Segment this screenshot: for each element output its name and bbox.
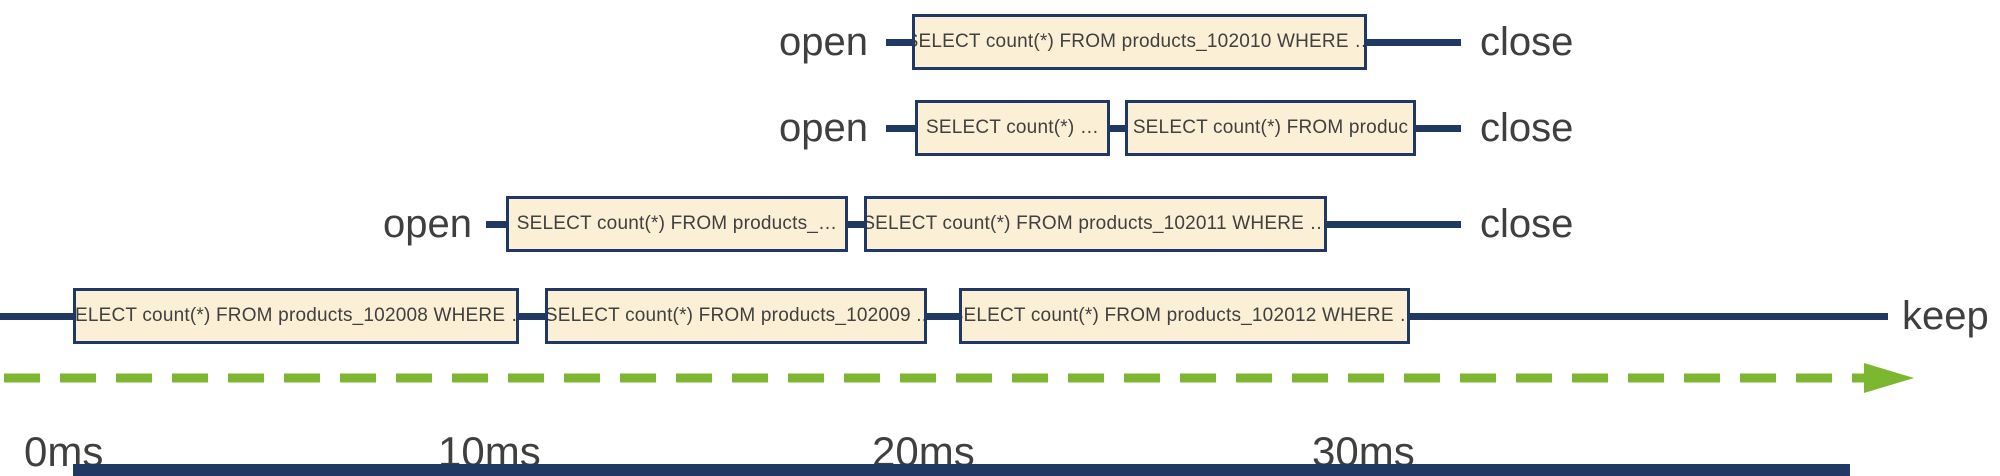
query-text: SELECT count(*) FROM products_… xyxy=(516,213,838,234)
query-box: SELECT count(*) FROM products_102009 .. xyxy=(545,288,927,344)
query-box: SELECT count(*) FROM produc xyxy=(1125,100,1416,156)
query-box: SELECT count(*) FROM products_… xyxy=(506,196,848,252)
open-label: open xyxy=(779,20,868,64)
time-axis-arrow xyxy=(4,363,1914,393)
query-text: SELECT count(*) FROM products_102012 WHE… xyxy=(959,305,1410,326)
close-label: close xyxy=(1480,20,1574,64)
open-label: open xyxy=(779,106,868,150)
query-box: SELECT count(*) FROM products_102012 WHE… xyxy=(959,288,1410,344)
query-text: SELECT count(*) FROM produc xyxy=(1132,117,1409,138)
query-box: SELECT count(*) FROM products_102010 WHE… xyxy=(912,14,1367,70)
query-box: SELECT count(*) … xyxy=(915,100,1110,156)
query-text: SELECT count(*) FROM products_102011 WHE… xyxy=(864,213,1327,234)
query-box: SELECT count(*) FROM products_102011 WHE… xyxy=(864,196,1327,252)
close-label: close xyxy=(1480,202,1574,246)
query-text: SELECT count(*) FROM products_102009 .. xyxy=(545,305,927,326)
connection-line xyxy=(0,313,1888,320)
query-text: SELECT count(*) FROM products_102010 WHE… xyxy=(912,31,1367,52)
open-label: open xyxy=(383,202,472,246)
query-box: SELECT count(*) FROM products_102008 WHE… xyxy=(73,288,519,344)
bottom-bar xyxy=(73,464,1850,476)
query-text: SELECT count(*) FROM products_102008 WHE… xyxy=(73,305,519,326)
query-text: SELECT count(*) … xyxy=(925,117,1100,138)
keep-label: keep xyxy=(1902,294,1989,338)
close-label: close xyxy=(1480,106,1574,150)
